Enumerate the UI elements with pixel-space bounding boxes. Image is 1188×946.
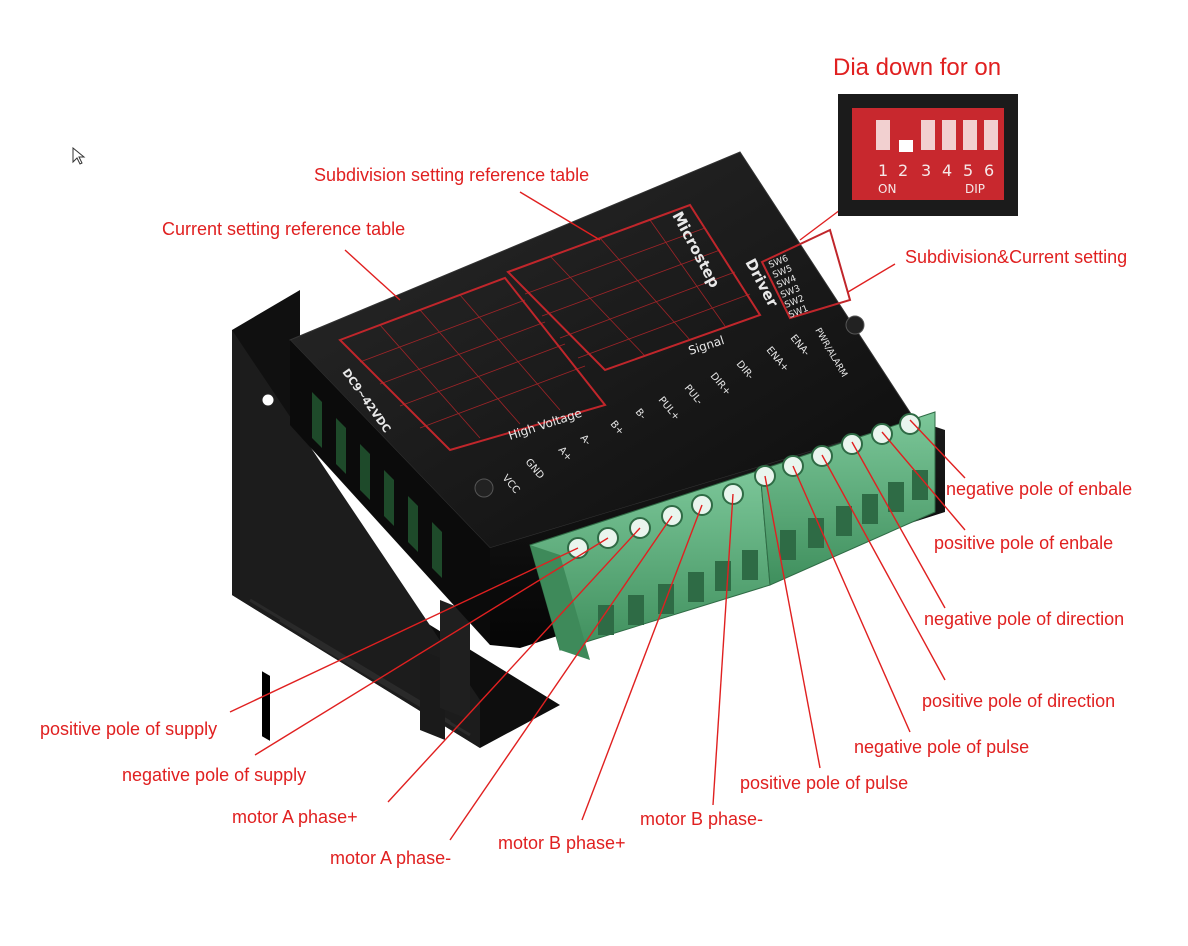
vent-slots — [312, 392, 442, 578]
dip-switch-inset: 1 2 3 4 5 6 ON DIP — [838, 94, 1018, 216]
neg-pulse-label: negative pole of pulse — [854, 737, 1030, 757]
motor-b-minus-label: motor B phase- — [640, 809, 764, 829]
pos-supply-label: positive pole of supply — [40, 719, 218, 739]
subdivision-table-grid — [524, 219, 751, 359]
screw-right — [845, 315, 865, 335]
dip-number-2: 2 — [898, 161, 908, 180]
dip-lever-3 — [921, 120, 935, 150]
dip-number-4: 4 — [942, 161, 952, 180]
dip-lever-4 — [942, 120, 956, 150]
neg-enable-label: negative pole of enbale — [946, 479, 1133, 499]
current-table-graphic — [338, 276, 607, 452]
subdivision-table-graphic — [506, 203, 762, 372]
mouse-pointer-icon — [72, 147, 86, 165]
dip-number-5: 5 — [963, 161, 973, 180]
leader-lines — [229, 191, 966, 841]
motor-b-plus-label: motor B phase+ — [498, 833, 626, 853]
dip-dip-label: DIP — [965, 182, 985, 196]
dip-number-6: 6 — [984, 161, 994, 180]
subdivision-table-label: Subdivision setting reference table — [314, 165, 590, 185]
dip-lever-1 — [876, 120, 890, 150]
pos-direction-label: positive pole of direction — [922, 691, 1116, 711]
current-table-label: Current setting reference table — [162, 219, 406, 239]
sub-current-setting-label: Subdivision&Current setting — [905, 247, 1128, 267]
dip-title: Dia down for on — [833, 54, 1002, 81]
dip-lever-5 — [963, 120, 977, 150]
sw-label-box — [760, 228, 852, 320]
pos-enable-label: positive pole of enbale — [934, 533, 1114, 553]
pos-pulse-label: positive pole of pulse — [740, 773, 909, 793]
screw-left — [474, 478, 494, 498]
mount-hole — [261, 393, 275, 407]
current-table-grid — [359, 294, 586, 439]
dip-number-3: 3 — [921, 161, 931, 180]
dip-lever-6 — [984, 120, 998, 150]
dip-on-label: ON — [878, 182, 896, 196]
neg-supply-label: negative pole of supply — [122, 765, 307, 785]
dip-number-1: 1 — [878, 161, 888, 180]
neg-direction-label: negative pole of direction — [924, 609, 1125, 629]
heatsink — [232, 290, 560, 748]
dip-lever-2 — [899, 140, 913, 152]
dip-levers — [876, 120, 998, 152]
motor-a-minus-label: motor A phase- — [330, 848, 452, 868]
motor-a-plus-label: motor A phase+ — [232, 807, 358, 827]
